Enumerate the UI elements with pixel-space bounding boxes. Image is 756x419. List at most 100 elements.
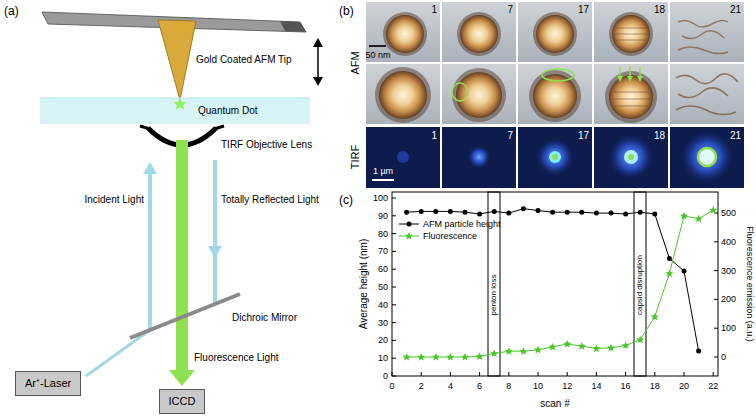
event-box (488, 192, 646, 376)
height-series (565, 210, 570, 215)
part-label: Dichroic Mirror (232, 313, 297, 323)
height-series (682, 269, 687, 274)
quantum-dot-glow (174, 98, 187, 110)
legend-sample (398, 231, 420, 241)
tick-label: 10 (533, 382, 543, 391)
afm-zoom-image (442, 64, 516, 124)
afm-zoom-image (366, 64, 440, 124)
tick-label: 0 (383, 372, 388, 381)
afm-zoom-image (637, 76, 643, 82)
plot-frame (392, 372, 713, 376)
afm-zoom-image (594, 64, 668, 124)
fluorescence-series (476, 352, 484, 360)
fluorescence-series (407, 210, 714, 357)
axis-title: Average height (nm) (359, 239, 369, 329)
legend-sample (407, 222, 412, 227)
tick-label: 200 (721, 295, 736, 304)
afm-zoom-image (620, 67, 640, 77)
afm-image (533, 12, 577, 56)
afm-zoom-image (542, 69, 574, 81)
afm-zoom-image (627, 76, 633, 82)
plot-frame (392, 198, 396, 376)
afm-image (442, 2, 516, 62)
tick-label: 500 (721, 209, 736, 218)
panel-letter: (a) (4, 5, 19, 17)
legend-row: Fluorescence (398, 230, 501, 242)
fluorescence-series (622, 342, 630, 350)
fluorescence-series (403, 206, 718, 361)
fluorescence-series (417, 353, 425, 361)
part-label: Fluorescence Light (194, 353, 279, 363)
part-label: Gold Coated AFM Tip (196, 55, 292, 65)
sample-slab (40, 98, 310, 124)
fluorescence-series (403, 206, 718, 361)
sample-slab (40, 98, 310, 124)
part-label: Quantum Dot (198, 106, 257, 116)
tick-label: 80 (378, 229, 388, 238)
height-series (550, 210, 555, 215)
afm-image (678, 20, 728, 53)
event-box (634, 192, 646, 376)
scale-bar (369, 45, 386, 47)
tick-label: 90 (378, 211, 388, 220)
tick-label: 10 (378, 354, 388, 363)
afm-zoom-image (670, 64, 744, 124)
row-label: AFM (350, 51, 361, 74)
dichroic-mirror (130, 294, 240, 338)
afm-zoom-image (605, 71, 657, 123)
tirf-image (366, 127, 440, 188)
legend-row: AFM particle height (398, 218, 501, 230)
fluorescence-series (490, 350, 498, 358)
afm-zoom-image (612, 92, 650, 106)
afm-cantilever (42, 12, 306, 100)
afm-zoom-image (452, 83, 468, 101)
afm-cantilever (158, 20, 196, 100)
light-beams (148, 172, 152, 330)
afm-zoom-image (594, 64, 668, 124)
fluorescence-series (505, 347, 513, 355)
scan-number: 18 (654, 131, 665, 141)
legend-text: AFM particle height (423, 218, 501, 230)
fluorescence-series (695, 215, 703, 223)
afm-cantilever (280, 21, 306, 32)
scan-number: 21 (730, 5, 741, 15)
height-series (407, 209, 699, 351)
afm-zoom-image (518, 64, 592, 124)
afm-zoom-image (518, 64, 592, 124)
tirf-image (628, 154, 634, 160)
tirf-image (467, 145, 491, 169)
tirf-image (552, 154, 558, 160)
tick-label: 12 (562, 382, 572, 391)
row-label: TIRF (350, 145, 361, 169)
sample-slab (40, 98, 310, 99)
motion-arrow (317, 46, 319, 78)
afm-image (386, 15, 424, 53)
scan-number: 1 (431, 5, 437, 15)
tirf-image (624, 150, 638, 164)
height-series (594, 211, 599, 216)
light-beams (169, 370, 195, 386)
afm-image (518, 2, 592, 62)
afm-image (457, 12, 501, 56)
afm-image (536, 15, 574, 53)
height-series (477, 212, 482, 217)
fluorescence-series (549, 343, 557, 351)
height-series (404, 206, 701, 353)
scan-number: 17 (578, 5, 589, 15)
scale-label: 50 nm (365, 51, 390, 60)
height-series (404, 210, 409, 215)
tirf-image (442, 127, 516, 188)
height-series (536, 208, 541, 213)
tick-label: 50 (378, 283, 388, 292)
tick-label: 60 (378, 265, 388, 274)
scale-bar (372, 179, 394, 181)
part-label: Totally Reflected Light (221, 195, 319, 205)
height-series (419, 209, 424, 214)
afm-image (594, 2, 668, 62)
height-series (448, 209, 453, 214)
afm-image (594, 2, 668, 62)
tick-label: 6 (477, 382, 482, 391)
tirf-image (670, 127, 744, 188)
height-series (609, 211, 614, 216)
